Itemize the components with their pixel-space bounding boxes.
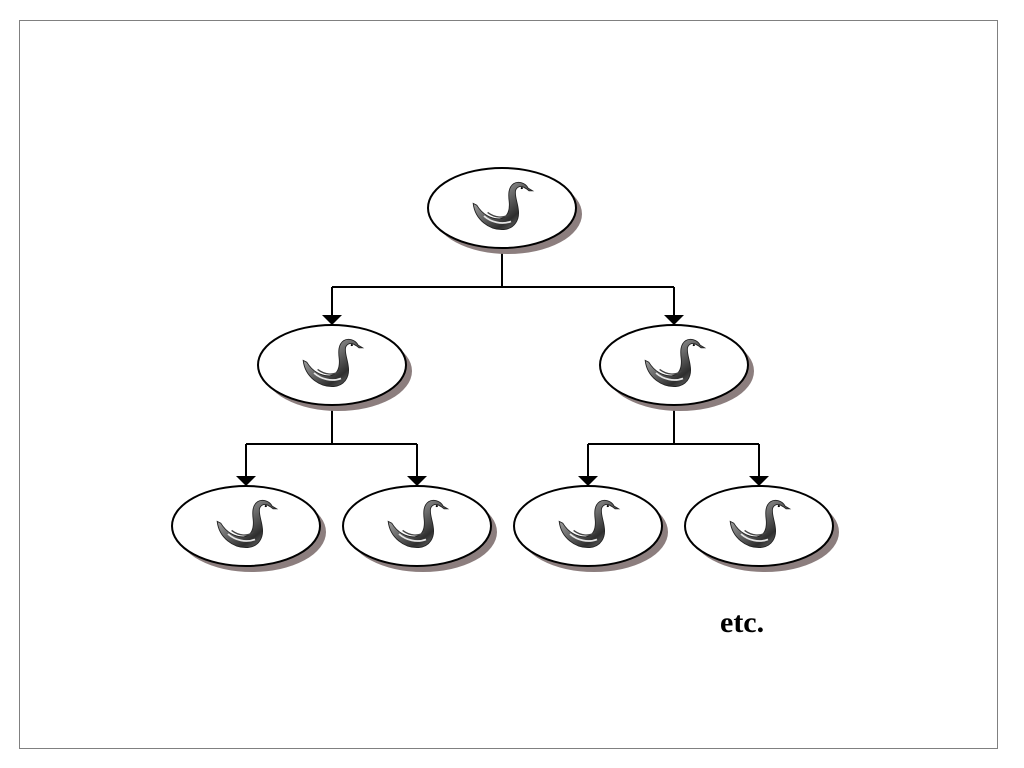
slide-frame (19, 20, 998, 749)
tree-node-n2 (257, 324, 412, 411)
continuation-label: etc. (720, 606, 764, 639)
tree-node-n4 (171, 485, 326, 572)
node-ellipse (427, 167, 577, 249)
node-ellipse (684, 485, 834, 567)
node-ellipse (342, 485, 492, 567)
tree-node-n5 (342, 485, 497, 572)
tree-node-n1 (427, 167, 582, 254)
node-ellipse (171, 485, 321, 567)
tree-edges (236, 248, 769, 486)
tree-node-n7 (684, 485, 839, 572)
tree-nodes (171, 167, 839, 572)
tree-node-n3 (599, 324, 754, 411)
node-ellipse (257, 324, 407, 406)
node-ellipse (599, 324, 749, 406)
node-ellipse (513, 485, 663, 567)
tree-node-n6 (513, 485, 668, 572)
